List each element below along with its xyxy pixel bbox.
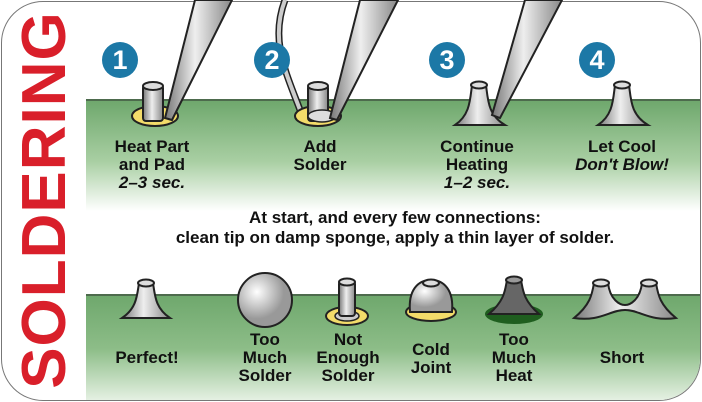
circuit-board-top xyxy=(86,99,700,211)
step3-illustration xyxy=(451,0,564,126)
joint-label-perfect: Perfect! xyxy=(115,348,179,367)
soldering-iron-icon xyxy=(490,0,564,120)
joint-too-much-solder xyxy=(237,272,293,328)
step4-illustration xyxy=(594,80,652,126)
step-2-badge: 2 xyxy=(254,42,290,78)
joint-perfect xyxy=(118,278,174,319)
joint-not-enough-solder xyxy=(325,277,369,326)
tip-text: At start, and every few connections:clea… xyxy=(175,208,615,247)
joint-label-short: Short xyxy=(599,348,645,367)
step-4-badge: 4 xyxy=(579,42,615,78)
step1-illustration xyxy=(131,0,234,127)
soldering-iron-icon xyxy=(328,0,400,122)
joint-too-much-heat xyxy=(485,275,543,324)
step-1-badge: 1 xyxy=(102,42,138,78)
joint-short xyxy=(571,278,679,320)
soldering-iron-icon xyxy=(163,0,234,122)
solder-joint xyxy=(594,84,652,126)
step2-illustration xyxy=(275,0,400,127)
joint-cold xyxy=(405,278,457,322)
step-3-badge: 3 xyxy=(429,42,465,78)
